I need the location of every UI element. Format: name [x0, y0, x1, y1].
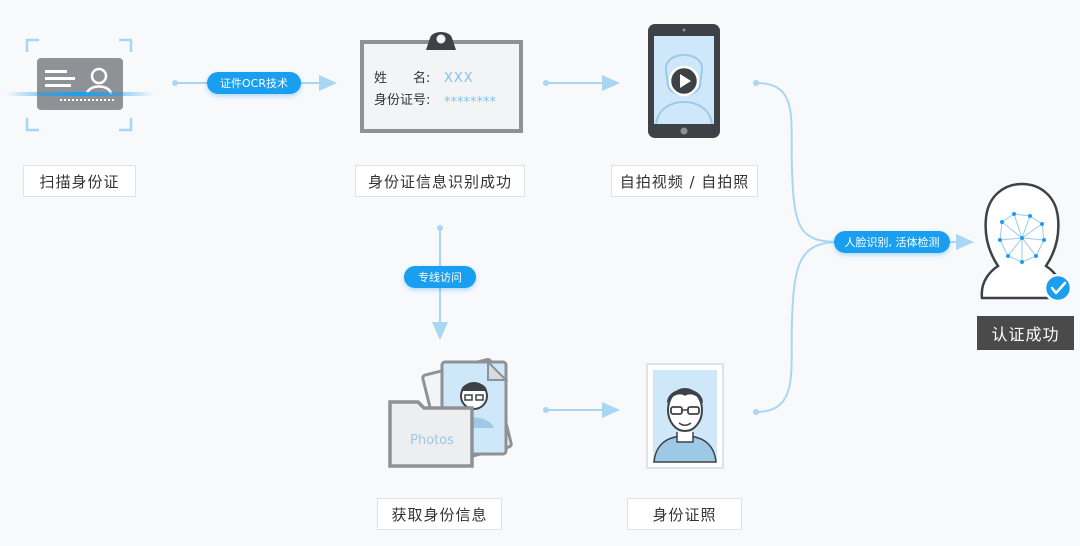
id-photo-icon: [646, 363, 724, 469]
id-number-value: ********: [444, 95, 497, 110]
curve-idphoto-to-face: [755, 241, 841, 413]
tablet-selfie-icon: [648, 24, 720, 138]
step-id-recognized-label: 身份证信息识别成功: [355, 165, 525, 197]
id-number-label: 身份证号:: [374, 92, 430, 108]
scan-id-icon: [5, 38, 155, 132]
id-name-label: 姓 名:: [374, 70, 430, 86]
dedicated-line-pill: 专线访问: [404, 266, 476, 288]
folder-label: Photos: [410, 433, 454, 448]
id-name-value: XXX: [444, 71, 474, 86]
curve-selfie-to-face: [755, 82, 841, 243]
ocr-pill: 证件OCR技术: [207, 72, 301, 94]
face-recognition-icon: [980, 182, 1073, 303]
photos-folder-icon: Photos: [388, 358, 513, 468]
step-auth-success-label: 认证成功: [977, 316, 1074, 350]
step-fetch-id-info-label: 获取身份信息: [377, 498, 502, 530]
connector-lines: [172, 75, 974, 418]
step-selfie-label: 自拍视频 / 自拍照: [611, 165, 758, 197]
id-card-icon: 姓 名: XXX 身份证号: ********: [360, 32, 523, 133]
face-liveness-pill: 人脸识别, 活体检测: [834, 231, 950, 253]
step-scan-id-label: 扫描身份证: [23, 165, 136, 197]
check-icon: [1043, 273, 1073, 303]
step-id-photo-label: 身份证照: [627, 498, 742, 530]
